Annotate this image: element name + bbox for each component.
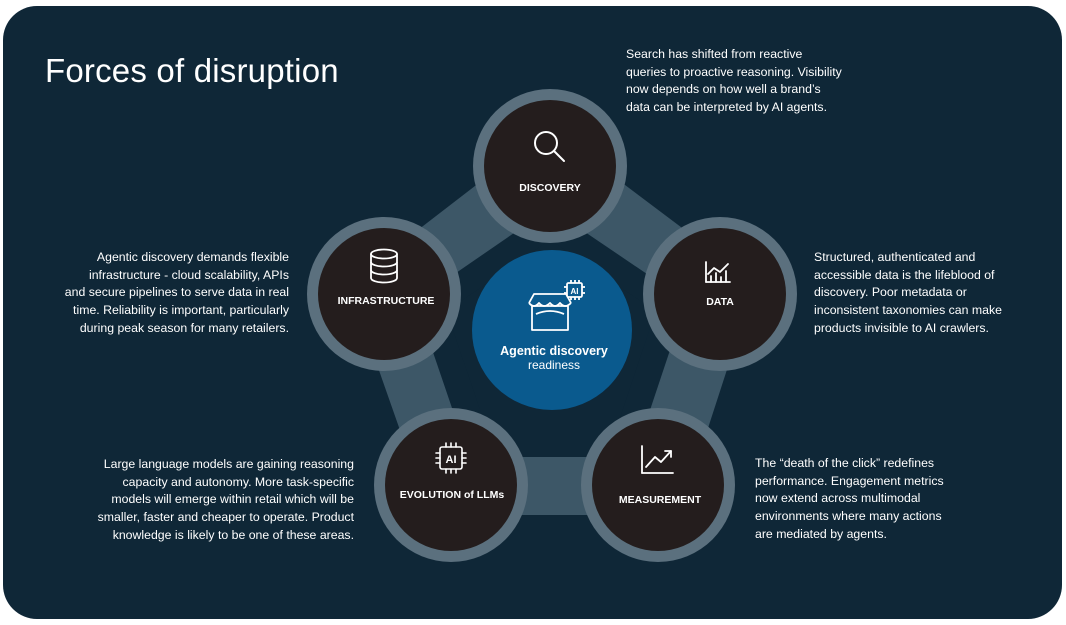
description-line: products invisible to AI crawlers. xyxy=(814,320,989,335)
description-data: Structured, authenticated and accessible… xyxy=(814,249,1002,338)
node-measurement: MEASUREMENT xyxy=(581,408,735,562)
node-disc xyxy=(385,419,517,551)
node-disc xyxy=(484,100,616,232)
description-line: Large language models are gaining reason… xyxy=(103,457,354,471)
node-discovery: DISCOVERY xyxy=(473,89,627,243)
description-llms: Large language models are gaining reason… xyxy=(98,456,354,545)
search-icon xyxy=(534,131,565,162)
description-line: knowledge is likely to be one of these a… xyxy=(112,527,354,542)
node-infrastructure: INFRASTRUCTURE xyxy=(307,217,461,371)
description-line: performance. Engagement metrics xyxy=(755,473,944,488)
description-infrastructure: Agentic discovery demands flexible infra… xyxy=(65,249,289,338)
node-label-measurement: MEASUREMENT xyxy=(619,494,702,506)
description-measurement: The “death of the click” redefines perfo… xyxy=(755,455,944,544)
description-line: The “death of the click” redefines xyxy=(755,456,935,470)
description-line: capacity and autonomy. More task-specifi… xyxy=(122,474,354,489)
description-line: discovery. Poor metadata or xyxy=(814,285,967,300)
svg-text:AI: AI xyxy=(571,287,579,296)
infographic-card: Forces of disruption DISCOVERY xyxy=(3,6,1062,619)
description-line: environments where many actions xyxy=(755,509,942,524)
storefront-ai-icon: AI xyxy=(528,280,585,331)
description-line: infrastructure - cloud scalability, APIs xyxy=(88,267,289,282)
node-disc xyxy=(654,228,786,360)
description-line: are mediated by agents. xyxy=(755,526,887,541)
description-line: Structured, authenticated and xyxy=(814,250,976,264)
disruption-diagram: DISCOVERY DATA xyxy=(307,89,797,562)
description-line: during peak season for many retailers. xyxy=(79,320,289,335)
ai-chip-icon: AI xyxy=(435,442,467,474)
node-label-infrastructure: INFRASTRUCTURE xyxy=(338,295,435,307)
node-label-llms: EVOLUTION of LLMs xyxy=(400,489,505,501)
node-disc xyxy=(318,228,450,360)
description-line: smaller, faster and cheaper to operate. … xyxy=(97,510,354,525)
description-line: Agentic discovery demands flexible xyxy=(96,250,289,264)
description-line: and secure pipelines to serve data in re… xyxy=(64,285,289,300)
description-line: now extend across multimodal xyxy=(755,491,921,506)
svg-text:AI: AI xyxy=(446,454,457,466)
trend-chart-icon xyxy=(641,445,674,474)
database-icon xyxy=(370,248,398,284)
center-node: AI Agentic discovery readiness xyxy=(472,250,632,410)
center-title: Agentic discovery xyxy=(500,344,608,358)
description-discovery: Search has shifted from reactive queries… xyxy=(626,46,842,117)
node-disc xyxy=(592,419,724,551)
description-line: accessible data is the lifeblood of xyxy=(814,267,995,282)
description-line: Search has shifted from reactive xyxy=(626,47,803,61)
line-chart-icon xyxy=(705,261,731,283)
description-line: models will emerge within retail which w… xyxy=(111,492,354,507)
description-line: time. Reliability is important, particul… xyxy=(73,303,289,318)
node-data: DATA xyxy=(643,217,797,371)
node-llms: AI EVOLUTION of LLMs xyxy=(374,408,528,562)
page-title: Forces of disruption xyxy=(45,52,339,89)
center-subtitle: readiness xyxy=(528,358,580,372)
description-line: now depends on how well a brand’s xyxy=(626,82,821,97)
description-line: queries to proactive reasoning. Visibili… xyxy=(626,64,842,79)
node-label-data: DATA xyxy=(706,296,734,308)
description-line: inconsistent taxonomies can make xyxy=(814,303,1002,318)
node-label-discovery: DISCOVERY xyxy=(519,182,580,194)
description-line: data can be interpreted by AI agents. xyxy=(626,100,827,115)
